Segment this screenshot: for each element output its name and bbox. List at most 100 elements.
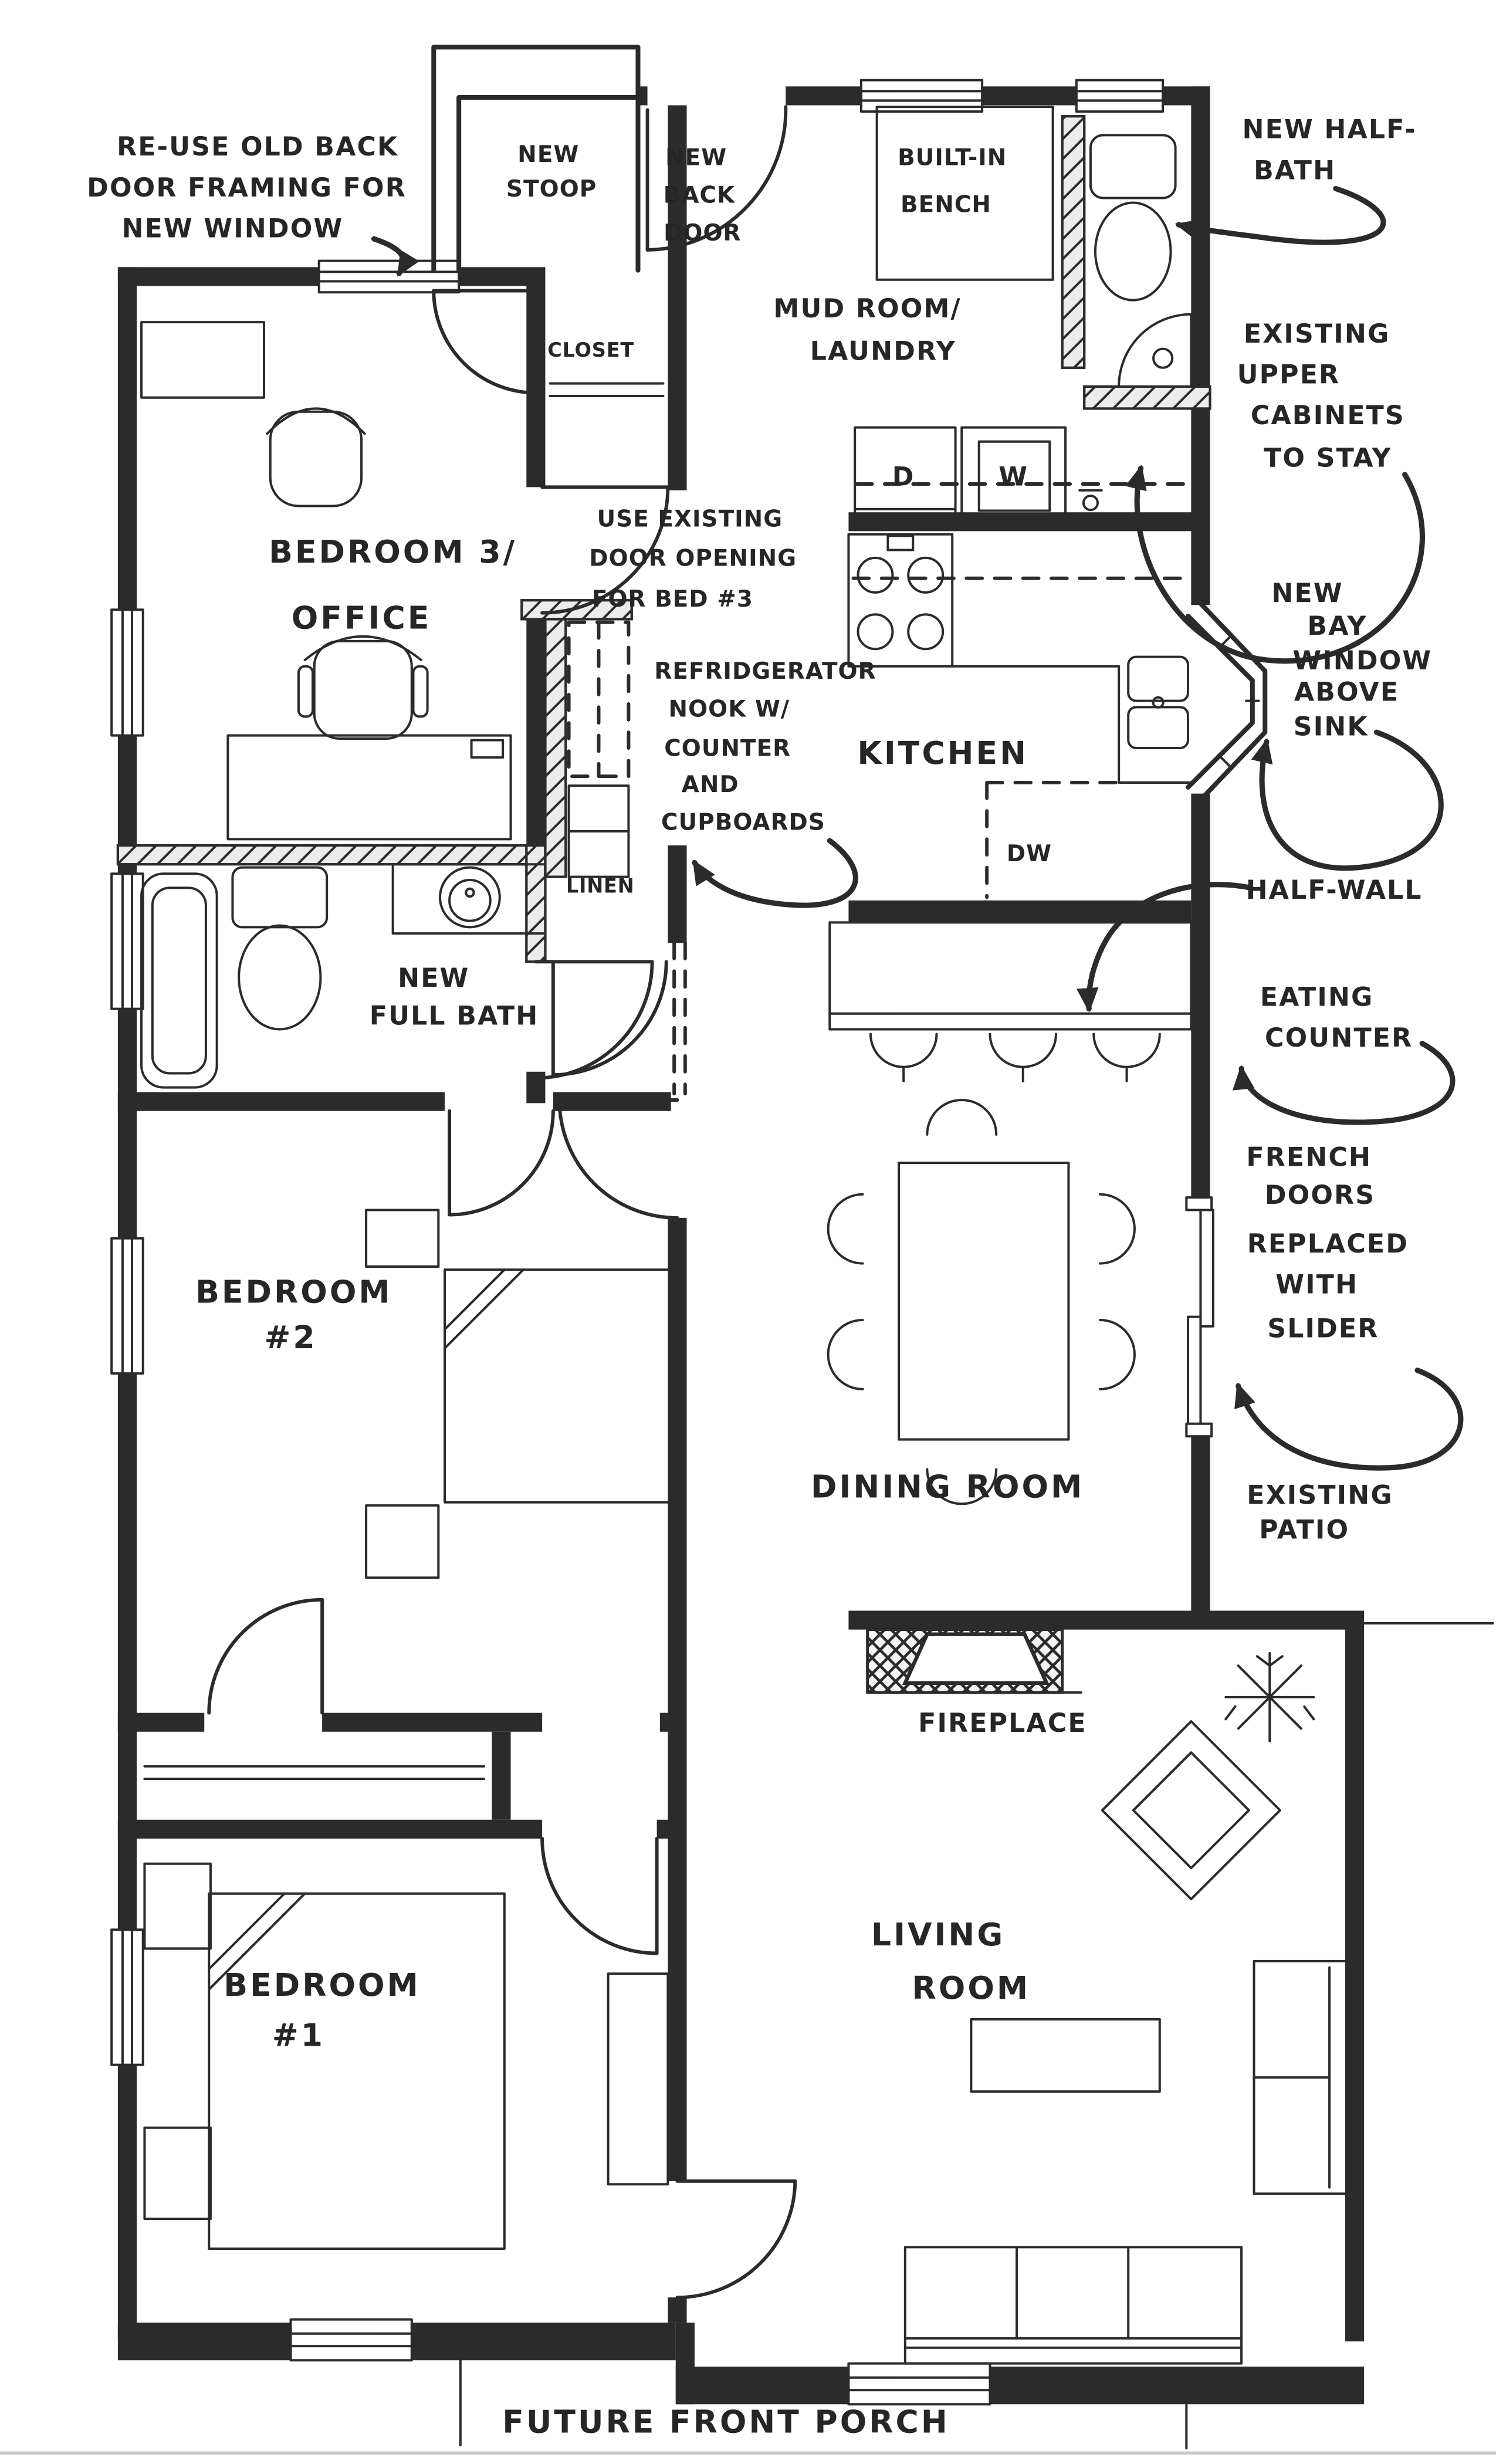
refrigerator xyxy=(567,620,631,779)
door-bedroom2-hall xyxy=(448,1109,555,1217)
bench-line1: BUILT-IN xyxy=(898,144,1007,171)
window-bedroom2-left xyxy=(110,1237,144,1375)
guest-chair xyxy=(266,407,366,507)
halfwall-label: HALF-WALL xyxy=(1246,875,1423,905)
living-furniture xyxy=(903,1651,1350,2365)
bed2-fold xyxy=(444,1268,524,1350)
bath-fixtures xyxy=(140,863,547,1089)
fullbath-line2: FULL BATH xyxy=(370,1001,539,1031)
cabinets-line4: TO STAY xyxy=(1264,444,1392,473)
fridge-line5: CUPBOARDS xyxy=(661,809,825,835)
door-bedroom3-closet xyxy=(432,289,538,395)
dining-table xyxy=(898,1162,1070,1441)
bedroom2-furniture xyxy=(365,1209,677,1579)
nightstand2a xyxy=(365,1209,440,1268)
closet-label: CLOSET xyxy=(547,339,634,361)
arrow-half-wall xyxy=(1076,882,1254,1013)
dryer-label: D xyxy=(892,462,915,492)
halfbath-line1: NEW HALF- xyxy=(1243,115,1417,145)
living-line2: ROOM xyxy=(912,1969,1031,2006)
bedroom2-line1: BEDROOM xyxy=(195,1274,392,1311)
laundry-faucet xyxy=(1078,489,1103,512)
eating-line1: EATING xyxy=(1260,982,1374,1012)
bedroom2-line2: #2 xyxy=(264,1319,317,1356)
appliance-labels: D W DW xyxy=(892,462,1051,867)
half-bath-toilet-tank xyxy=(1089,134,1177,199)
file-cabinet xyxy=(140,321,266,399)
nightstand1b xyxy=(143,2126,212,2221)
french-line4: WITH xyxy=(1275,1270,1358,1299)
bed1 xyxy=(208,1892,506,2250)
bedroom3-line1: BEDROOM 3/ xyxy=(269,533,517,570)
stove xyxy=(847,533,954,668)
french-line5: SLIDER xyxy=(1267,1314,1379,1343)
door-linen xyxy=(551,960,668,1077)
fireplace-graphic xyxy=(866,1628,1082,1694)
window-bedroom1-left xyxy=(110,1928,144,2066)
plant xyxy=(1224,1651,1315,1742)
door-new-back xyxy=(645,105,788,252)
dryer-box xyxy=(854,426,957,526)
door-bedroom1 xyxy=(540,1836,659,1955)
half-bath-toilet-bowl xyxy=(1094,201,1172,302)
door-hall-living xyxy=(675,2179,797,2300)
backdoor-line3: DOOR xyxy=(664,220,741,246)
dresser1 xyxy=(607,1972,669,2186)
annotation-arrows xyxy=(371,185,1464,1471)
coffee-table xyxy=(970,2018,1161,2093)
kitchen-sink xyxy=(1127,655,1190,750)
fridge-line4: AND xyxy=(682,771,739,798)
window-half-bath xyxy=(1075,79,1165,113)
sofa xyxy=(903,2246,1243,2365)
half-bath-corner-sink xyxy=(1118,313,1193,388)
fridge-line3: COUNTER xyxy=(664,735,791,761)
fridge-line2: NOOK W/ xyxy=(669,696,790,722)
backdoor-line1: NEW xyxy=(665,144,727,171)
bedroom1-furniture xyxy=(143,1862,669,2250)
door-bedroom3 xyxy=(540,485,670,615)
arrow-upper-cabinets xyxy=(1125,465,1425,664)
bedroom3-line2: OFFICE xyxy=(292,599,432,636)
dining-furniture xyxy=(827,1099,1136,1505)
eating-line2: COUNTER xyxy=(1265,1023,1413,1053)
stoop-line1: NEW xyxy=(517,141,579,168)
eating-counter-island xyxy=(828,921,1193,1031)
cabinets-line2: UPPER xyxy=(1237,360,1341,390)
kitchen-label: KITCHEN xyxy=(857,735,1028,771)
arrow-half-bath xyxy=(1175,185,1386,245)
bay-line3: WINDOW xyxy=(1292,646,1432,676)
reuse-line1: RE-USE OLD BACK xyxy=(117,132,398,162)
half-bath-fixtures xyxy=(1089,134,1193,388)
cabinets-line1: EXISTING xyxy=(1244,319,1390,349)
french-line3: REPLACED xyxy=(1247,1229,1409,1259)
desk-item xyxy=(470,739,505,759)
door-hall-dining xyxy=(557,1098,679,1220)
arrow-eating-counter xyxy=(1232,1041,1456,1125)
mudroom-line2: LAUNDRY xyxy=(810,336,956,366)
reuse-line3: NEW WINDOW xyxy=(121,214,343,243)
arrow-bay-window xyxy=(1251,729,1444,871)
bath-toilet xyxy=(231,866,329,1031)
patio-line1: EXISTING xyxy=(1247,1480,1393,1510)
living-line1: LIVING xyxy=(871,1916,1005,1953)
armchair xyxy=(1101,1720,1281,1901)
office-chair xyxy=(297,635,429,740)
counter-stools xyxy=(869,1033,1161,1082)
bed1-fold xyxy=(208,1892,306,1991)
hall-closet-shelves xyxy=(143,1765,486,1781)
window-living-bottom xyxy=(847,2362,991,2406)
fireplace-label: FIREPLACE xyxy=(918,1708,1087,1738)
bay-line5: SINK xyxy=(1294,712,1369,742)
arrow-fridge-nook xyxy=(692,838,858,908)
slider-door xyxy=(1185,1196,1214,1438)
backdoor-line2: BACK xyxy=(664,182,736,209)
washer-box xyxy=(960,426,1067,526)
desk xyxy=(226,734,512,841)
dishwasher-dashed xyxy=(985,780,1121,899)
loveseat xyxy=(1253,1959,1350,2195)
bay-line1: NEW xyxy=(1271,578,1343,608)
useopening-line3: FOR BED #3 xyxy=(592,586,753,612)
nightstand2b xyxy=(365,1504,440,1579)
dining-chairs xyxy=(827,1099,1136,1505)
